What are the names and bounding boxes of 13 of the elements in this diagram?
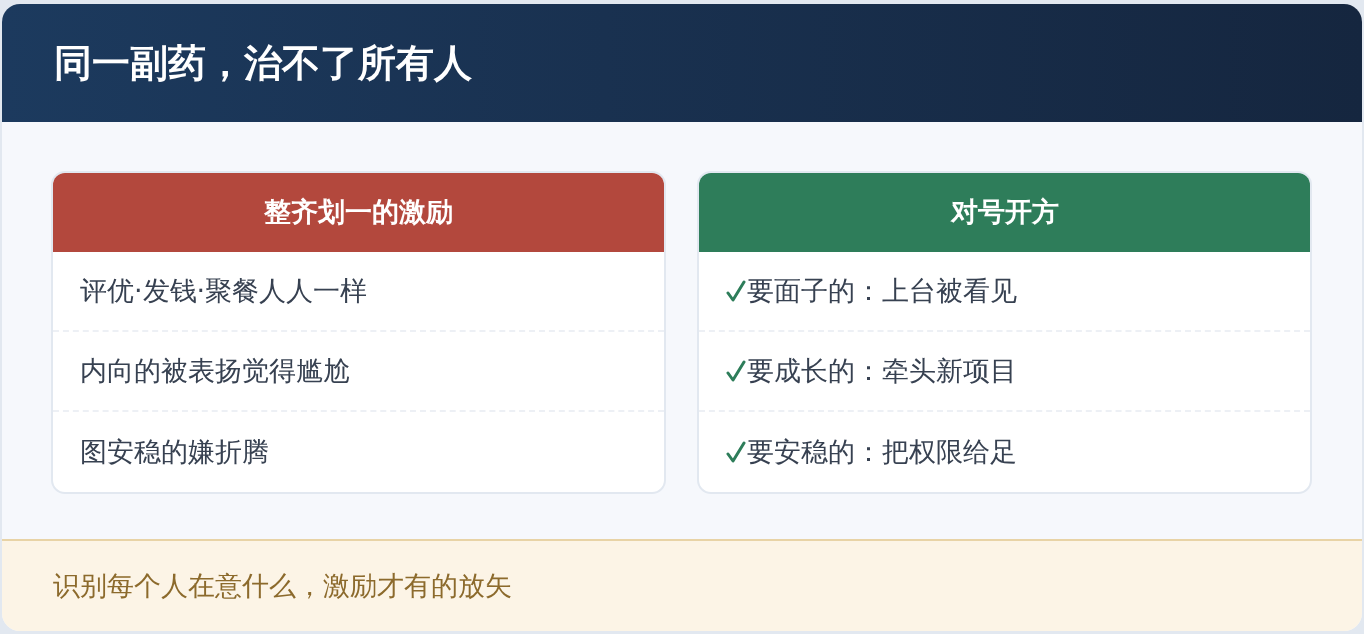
row-text: 要安稳的：把权限给足 bbox=[747, 434, 1017, 469]
row-text: 内向的被表扬觉得尴尬 bbox=[80, 353, 350, 388]
row-text: 要成长的：牵头新项目 bbox=[747, 353, 1017, 388]
card-header: 对号开方 bbox=[699, 173, 1310, 252]
row-text: 图安稳的嫌折腾 bbox=[80, 434, 269, 469]
card-header: 整齐划一的激励 bbox=[53, 173, 664, 252]
card bbox=[697, 171, 1312, 494]
row-text: 要面子的：上台被看见 bbox=[747, 273, 1017, 308]
card bbox=[51, 171, 666, 494]
footer-band bbox=[2, 539, 1362, 631]
row-text: 评优·发钱·聚餐人人一样 bbox=[80, 273, 368, 308]
title: 同一副药，治不了所有人 bbox=[54, 44, 472, 82]
footer-text: 识别每个人在意什么，激励才有的放矢 bbox=[53, 568, 512, 603]
